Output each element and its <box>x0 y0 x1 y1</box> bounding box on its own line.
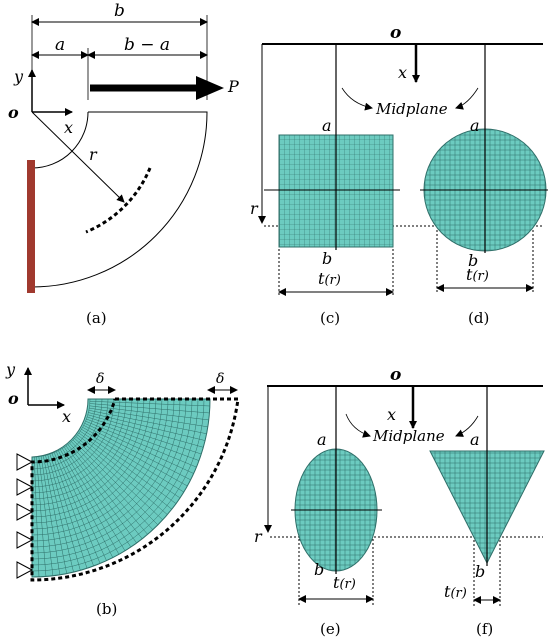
midplane-pointer <box>455 87 479 110</box>
load-arrow-head <box>196 76 224 100</box>
x-axis-label: x <box>64 118 73 137</box>
bottom-label: b <box>475 562 485 581</box>
thickness-label: t(r) <box>444 582 467 601</box>
x-axis-label: x <box>387 405 396 424</box>
thickness-label: t(r) <box>318 269 341 288</box>
bottom-label: b <box>322 249 332 268</box>
caption-a: (a) <box>86 309 107 327</box>
section-square: a b t(r) (c) <box>264 44 400 327</box>
deformed-shape-dashed <box>30 397 240 582</box>
roller-supports <box>16 453 34 579</box>
panel-a: b a b − a y x o P r (a) <box>8 1 239 327</box>
bottom-label: b <box>468 251 478 270</box>
section-ellipse: a b t(r) (e) <box>291 386 382 638</box>
midplane-pointer <box>341 87 373 111</box>
dim-b-minus-a-label: b − a <box>124 35 170 55</box>
caption-d: (d) <box>468 309 489 327</box>
roller-triangle <box>16 453 34 471</box>
caption-e: (e) <box>320 620 341 638</box>
roller-triangle <box>16 531 34 549</box>
fixed-support <box>27 160 35 293</box>
radius-arrow <box>31 111 125 203</box>
delta-outer-label: δ <box>216 371 224 387</box>
origin-label: o <box>390 23 401 43</box>
thickness-label: t(r) <box>333 573 356 592</box>
dim-a-label: a <box>55 35 65 55</box>
origin-label: o <box>8 103 19 122</box>
midplane-label: Midplane <box>372 427 445 445</box>
top-label: a <box>470 430 480 449</box>
y-axis-label: y <box>5 360 16 379</box>
caption-c: (c) <box>320 309 340 327</box>
origin-label: o <box>390 365 401 385</box>
radius-label: r <box>250 199 259 218</box>
dim-b-label: b <box>114 1 125 21</box>
delta-inner-label: δ <box>96 371 104 387</box>
y-axis-label: y <box>13 67 24 86</box>
thickness-label: t(r) <box>466 265 489 284</box>
top-label: a <box>470 116 480 135</box>
caption-b: (b) <box>96 600 117 618</box>
curved-beam-outline <box>31 111 208 288</box>
radius-label: r <box>89 145 98 164</box>
top-label: a <box>317 430 327 449</box>
x-axis-label: x <box>398 63 407 82</box>
bottom-label: b <box>314 560 324 579</box>
midplane-label: Midplane <box>375 100 448 118</box>
section-circle: a b t(r) (d) <box>420 44 548 327</box>
roller-triangle <box>16 478 34 496</box>
mesh-beam-grid <box>32 399 210 577</box>
radius-label: r <box>254 527 263 546</box>
roller-triangle <box>16 561 34 579</box>
midplane-pointer <box>455 415 479 437</box>
mesh-beam-outline <box>31 398 211 578</box>
top-section: o x Midplane r a b t(r) (c) a <box>250 23 548 327</box>
caption-f: (f) <box>476 620 493 638</box>
bottom-section: o x Midplane r a b t(r) (e) <box>254 365 545 638</box>
x-axis-label: x <box>62 407 71 426</box>
midplane-pointer <box>345 413 371 438</box>
section-triangle: a b t(r) (f) <box>429 386 545 638</box>
top-label: a <box>322 116 332 135</box>
load-label: P <box>227 77 239 96</box>
midline-dashed <box>85 167 152 234</box>
panel-b: y x o δ δ (b) <box>5 360 240 618</box>
roller-triangle <box>16 503 34 521</box>
origin-label: o <box>8 389 19 408</box>
